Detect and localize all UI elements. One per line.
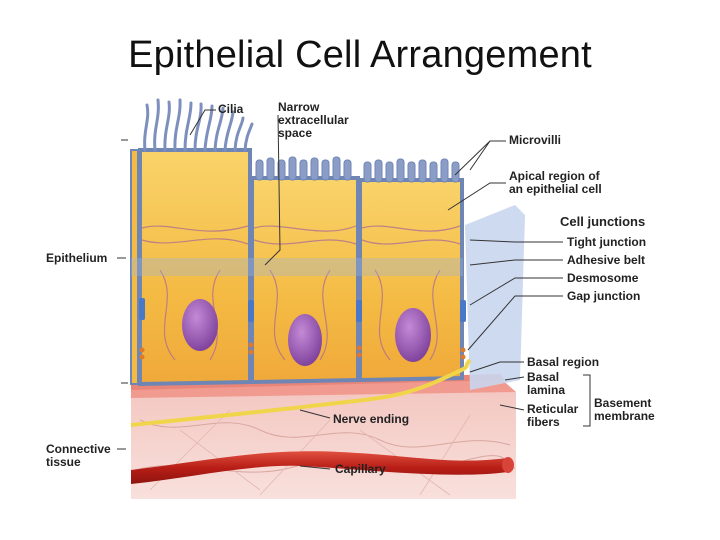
nerve-ending (130, 358, 472, 427)
label-apical-region: Apical region of an epithelial cell (509, 170, 602, 196)
label-basement-line2: membrane (594, 409, 655, 423)
label-adhesive-belt: Adhesive belt (567, 253, 646, 267)
label-epithelium: Epithelium (46, 251, 108, 265)
capillary (131, 451, 508, 484)
label-basal-lamina-line1: Basal (527, 370, 560, 384)
label-capillary: Capillary (335, 462, 386, 476)
label-connective-line1: Connective (46, 442, 111, 456)
label-apical-line2: an epithelial cell (509, 182, 602, 196)
label-desmosome: Desmosome (567, 271, 639, 285)
microvilli (255, 156, 460, 183)
nucleus-3 (395, 308, 431, 362)
label-basal-lamina: Basal lamina (527, 371, 565, 397)
cell-0-partial (130, 149, 139, 385)
label-connective-line2: tissue (46, 455, 81, 469)
label-narrow-line3: space (278, 126, 313, 140)
tissue-side-face (465, 205, 525, 390)
label-cilia: Cilia (218, 102, 244, 116)
label-reticular-line1: Reticular (527, 402, 579, 416)
capillary-opening (502, 457, 514, 473)
label-basal-lamina-line2: lamina (527, 383, 566, 397)
leader-lines (117, 109, 591, 470)
label-cell-junctions: Cell junctions (560, 214, 646, 229)
label-basal-region: Basal region (527, 355, 600, 369)
nucleus-2 (288, 314, 322, 366)
label-connective-tissue: Connective tissue (46, 443, 111, 469)
label-basement-line1: Basement (594, 396, 652, 410)
label-apical-line1: Apical region of (509, 169, 600, 183)
label-tight-junction: Tight junction (567, 235, 647, 249)
nucleus-1 (182, 299, 218, 351)
label-reticular-line2: fibers (527, 415, 560, 429)
desmosomes (139, 298, 466, 322)
label-nerve-ending: Nerve ending (333, 412, 410, 426)
label-narrow-extracellular-space: Narrow extracellular space (278, 101, 349, 140)
cilia (143, 98, 254, 152)
label-narrow-line1: Narrow (278, 100, 320, 114)
label-reticular-fibers: Reticular fibers (527, 403, 578, 429)
label-microvilli: Microvilli (509, 133, 562, 147)
label-gap-junction: Gap junction (567, 289, 641, 303)
cytoskeleton-fibers (141, 225, 461, 361)
adhesive-belt-band (131, 258, 463, 276)
connective-tissue-region (131, 392, 516, 499)
basement-membrane (131, 378, 516, 398)
slide-title: Epithelial Cell Arrangement (128, 34, 592, 76)
gap-junctions (139, 342, 466, 360)
label-narrow-line2: extracellular (278, 113, 349, 127)
label-basement-membrane: Basement membrane (594, 397, 655, 423)
